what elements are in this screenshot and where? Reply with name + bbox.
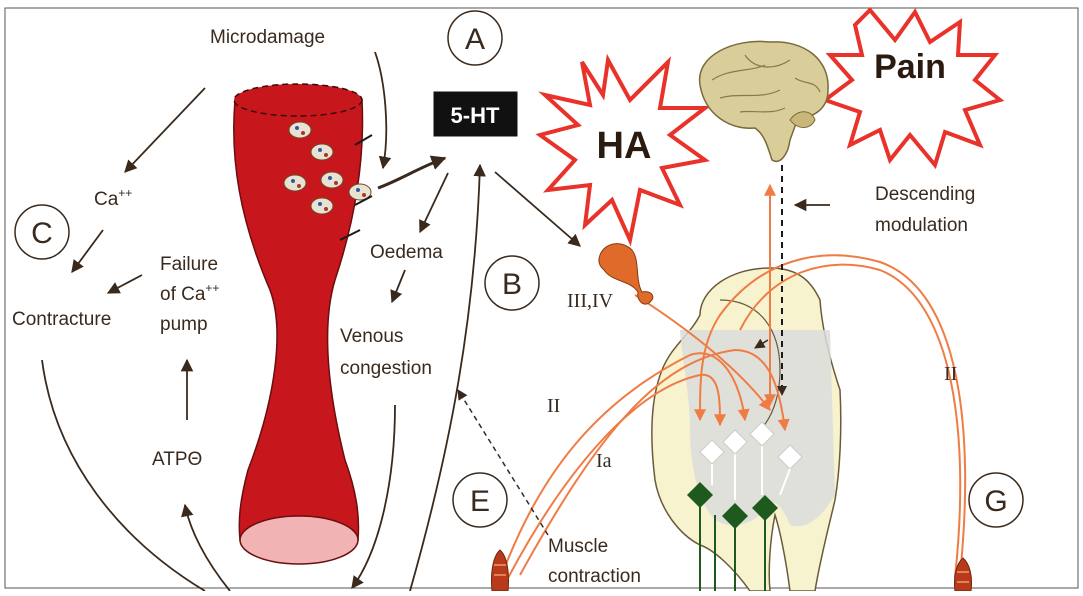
serotonin-label: 5-HT bbox=[451, 103, 500, 128]
circle-g: G bbox=[969, 473, 1023, 527]
atp-label: ATPΘ bbox=[152, 449, 202, 470]
failure-label-line3: pump bbox=[160, 314, 208, 335]
fiber-ia-label: Ia bbox=[596, 450, 612, 472]
venous-label-line1: Venous bbox=[340, 326, 403, 347]
circle-e-letter: E bbox=[470, 485, 490, 518]
circle-a-letter: A bbox=[465, 23, 485, 56]
descending-label-line2: modulation bbox=[875, 215, 968, 236]
circle-c: C bbox=[15, 205, 69, 259]
contracture-label: Contracture bbox=[12, 309, 111, 330]
muscle-contraction-line2: contraction bbox=[548, 566, 641, 587]
ha-label: HA bbox=[597, 125, 652, 167]
fibers-iii-iv-label: III,IV bbox=[567, 290, 614, 312]
oedema-label: Oedema bbox=[370, 242, 443, 263]
venous-label-line2: congestion bbox=[340, 358, 432, 379]
circle-e: E bbox=[453, 473, 507, 527]
muscle-contraction-line1: Muscle bbox=[548, 536, 608, 557]
circle-g-letter: G bbox=[984, 485, 1007, 518]
descending-label-line1: Descending bbox=[875, 184, 975, 205]
pain-label: Pain bbox=[874, 48, 946, 86]
circle-b-letter: B bbox=[502, 268, 522, 301]
fiber-ii-left-label: II bbox=[547, 395, 560, 417]
fiber-ii-right-label: II bbox=[944, 363, 957, 385]
circle-b: B bbox=[485, 256, 539, 310]
circle-c-letter: C bbox=[31, 217, 53, 250]
microdamage-label: Microdamage bbox=[210, 27, 325, 48]
failure-label-line1: Failure bbox=[160, 254, 218, 275]
circle-a: A bbox=[448, 11, 502, 65]
